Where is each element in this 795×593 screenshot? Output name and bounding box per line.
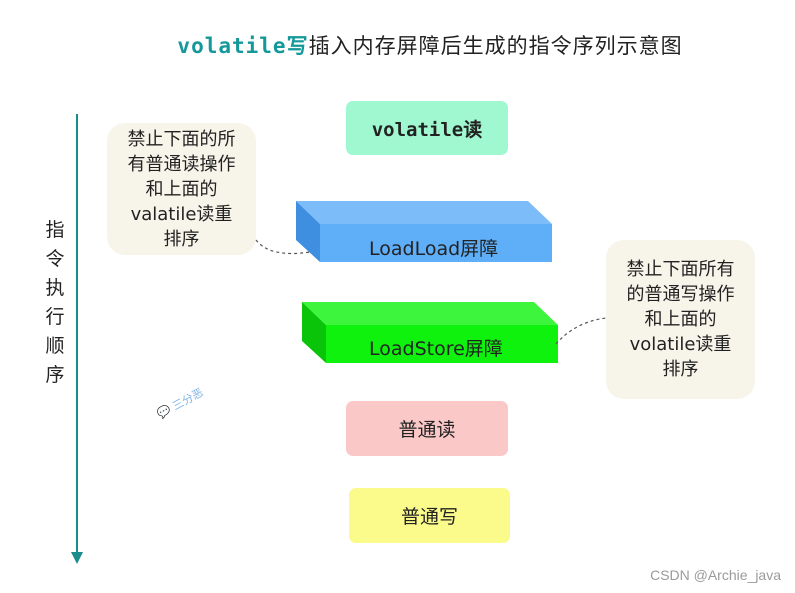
- note-line: 排序: [163, 228, 200, 250]
- loadstore-note: 禁止下面所有 的普通写操作 和上面的 volatile读重 排序: [606, 240, 755, 399]
- execution-order-label: 指 令 执 行 顺 序: [44, 216, 66, 390]
- csdn-watermark: CSDN @Archie_java: [650, 567, 781, 583]
- title-accent: volatile写: [177, 34, 309, 58]
- volatile-read-box: volatile读: [346, 101, 508, 155]
- loadload-barrier-shape: [296, 201, 552, 262]
- loadstore-barrier-shape: [302, 302, 558, 363]
- loadstore-barrier-label: LoadStore屏障: [369, 338, 503, 360]
- title-rest: 插入内存屏障后生成的指令序列示意图: [308, 34, 683, 58]
- note-line: 和上面的: [644, 309, 717, 330]
- normal-write-box: 普通写: [349, 488, 510, 543]
- note-line: 有普通读操作: [127, 153, 236, 175]
- note-line: volatile读重: [629, 334, 732, 355]
- note-line: 和上面的: [145, 178, 218, 200]
- axis-char: 行: [45, 306, 65, 328]
- axis-char: 令: [45, 248, 65, 270]
- loadload-barrier-label: LoadLoad屏障: [369, 238, 499, 260]
- axis-char: 序: [45, 364, 65, 386]
- diagram-title: volatile写插入内存屏障后生成的指令序列示意图: [0, 30, 795, 60]
- note-line: 禁止下面所有: [626, 259, 735, 280]
- right-connector: [555, 317, 607, 345]
- note-line: 禁止下面的所: [127, 128, 236, 150]
- loadload-note: 禁止下面的所 有普通读操作 和上面的 valatile读重 排序: [107, 123, 256, 255]
- axis-char: 指: [45, 219, 65, 241]
- normal-read-box: 普通读: [346, 401, 508, 456]
- note-line: 排序: [662, 359, 699, 380]
- axis-char: 执: [45, 277, 65, 299]
- note-line: valatile读重: [130, 203, 233, 225]
- note-line: 的普通写操作: [626, 284, 735, 305]
- left-connector: [255, 239, 311, 255]
- axis-char: 顺: [45, 335, 65, 357]
- execution-order-arrow: [71, 114, 83, 564]
